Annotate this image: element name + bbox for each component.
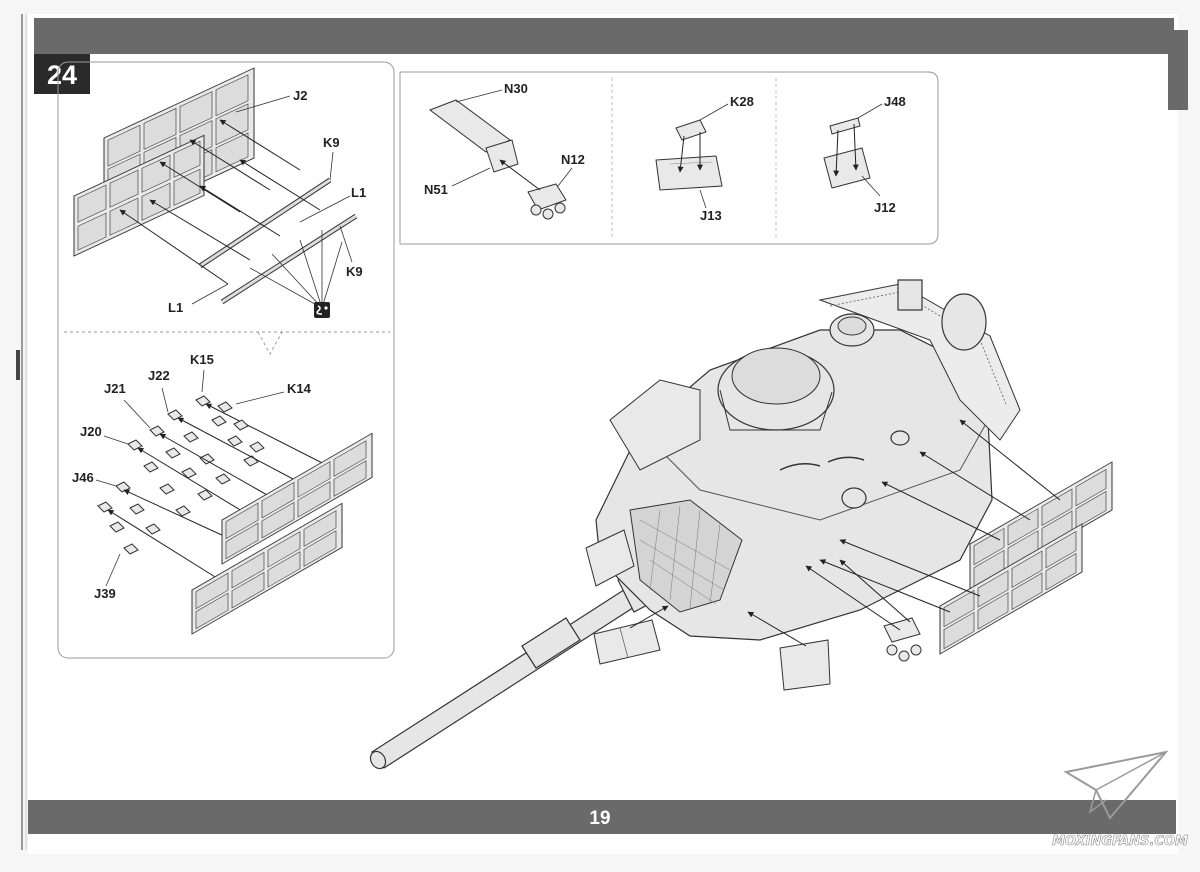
step-number-box xyxy=(34,54,90,94)
subassembly-panel-a: J2 K9 L1 K9 L1 xyxy=(57,61,395,659)
roof-handle xyxy=(779,463,821,471)
footer-band xyxy=(28,800,1176,834)
part-label-n12: N12 xyxy=(561,152,585,167)
mounting-rail-k9-upper xyxy=(198,177,332,269)
part-label-n51: N51 xyxy=(424,182,448,197)
part-label-k9-bottom: K9 xyxy=(346,264,363,279)
bracket-assembly-n30 xyxy=(428,99,567,220)
part-label-l1-right: L1 xyxy=(351,185,366,200)
part-label-j20: J20 xyxy=(80,424,102,439)
part-label-j21: J21 xyxy=(104,381,126,396)
panel-a-frame xyxy=(57,61,395,659)
rear-stowage-basket xyxy=(818,279,1021,441)
bracket-row-k14 xyxy=(217,401,265,453)
page-number: 19 xyxy=(589,808,610,829)
bracket-assembly-installed xyxy=(805,559,922,662)
part-label-l1-left: L1 xyxy=(168,300,183,315)
bracket-assembly-k28 xyxy=(655,119,723,191)
bracket-assembly-j48 xyxy=(823,117,871,189)
part-label-j39: J39 xyxy=(94,586,116,601)
turret-front-era xyxy=(585,379,701,587)
mantlet-plate xyxy=(593,605,669,665)
side-era-block-lower xyxy=(939,523,1083,655)
part-label-j2: J2 xyxy=(293,88,307,103)
step-number: 24 xyxy=(47,60,77,90)
part-label-j48: J48 xyxy=(884,94,906,109)
commander-cupola xyxy=(717,347,835,431)
glue-symbol-icon xyxy=(314,302,330,318)
reactive-armor-block-j2-lower xyxy=(73,134,205,257)
part-label-k14: K14 xyxy=(287,381,312,396)
watermark-text: MOXINGFANS.COM xyxy=(1052,834,1188,849)
bracket-row-k15 xyxy=(195,395,337,471)
roof-fitting xyxy=(890,430,910,446)
part-label-n30: N30 xyxy=(504,81,528,96)
part-label-j46: J46 xyxy=(72,470,94,485)
turret-assembly-illustration xyxy=(369,279,1113,770)
header-band xyxy=(34,18,1174,54)
bracket-row-j20 xyxy=(127,439,271,529)
bracket-row-j39 xyxy=(97,501,221,581)
reactive-armor-block-side-lower xyxy=(191,502,343,635)
spine-mark xyxy=(16,350,20,380)
roof-handle-2 xyxy=(827,456,865,463)
mantlet-net-mesh xyxy=(639,505,731,609)
site-watermark: MOXINGFANS.COM xyxy=(1052,750,1188,849)
part-label-j22: J22 xyxy=(148,368,170,383)
turret-roof-line xyxy=(639,419,989,521)
part-label-j12: J12 xyxy=(874,200,896,215)
reactive-armor-block-side-upper xyxy=(221,432,373,565)
part-label-j13: J13 xyxy=(700,208,722,223)
part-label-k9-top: K9 xyxy=(323,135,340,150)
panel-a-divider-notch xyxy=(257,331,283,356)
panel-c-frame xyxy=(399,71,939,245)
bracket-row-j22 xyxy=(167,409,311,489)
loader-hatch xyxy=(829,313,875,347)
smoke-discharger xyxy=(841,487,867,509)
paper-plane-logo-icon xyxy=(1063,750,1169,820)
side-era-block-upper xyxy=(969,461,1113,593)
side-plate xyxy=(747,611,831,691)
part-label-k28: K28 xyxy=(730,94,754,109)
header-band-right-tab xyxy=(1168,30,1188,110)
subassembly-panel-c: N30 N12 N51 K28 J13 J48 J12 xyxy=(399,71,939,245)
mounting-rail-l1-lower xyxy=(220,213,358,305)
part-label-k15: K15 xyxy=(190,352,214,367)
